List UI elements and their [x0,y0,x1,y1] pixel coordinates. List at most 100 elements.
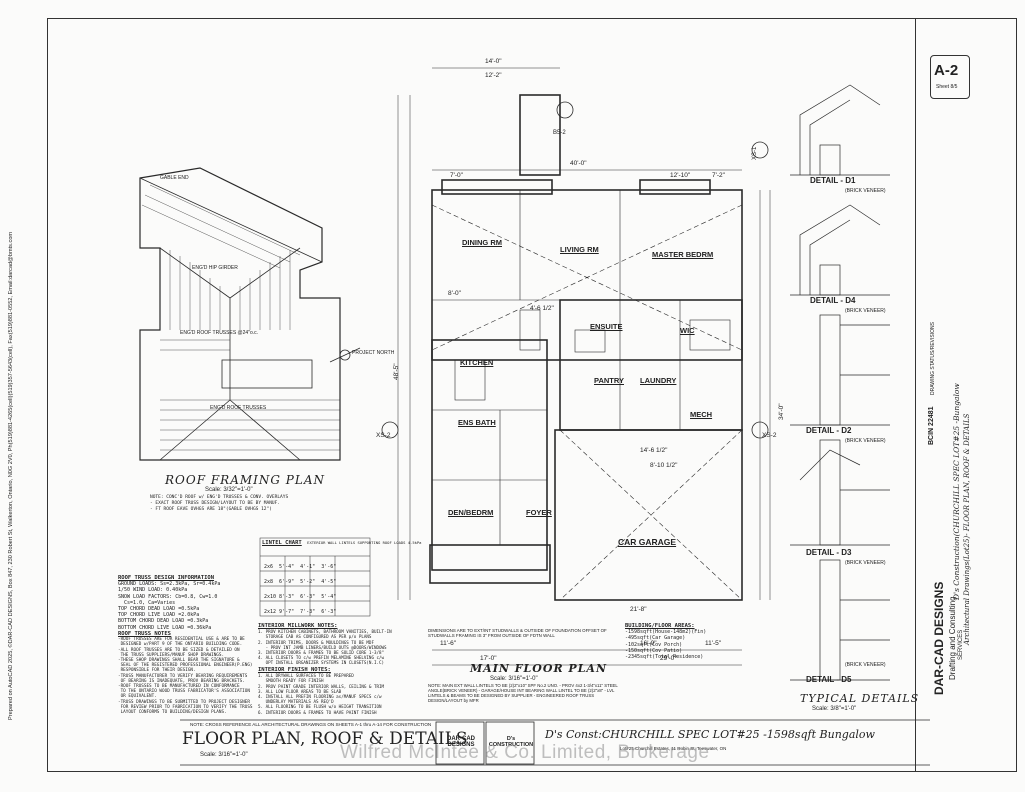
millwork-notes: INTERIOR MILLWORK NOTES: 1. PROV KITCHEN… [258,623,392,666]
detail-d1-sub: (BRICK VENEER) [845,188,886,194]
roof-plan-title: ROOF FRAMING PLAN [165,473,326,487]
detail-d2-title: DETAIL - D2 [806,426,852,435]
lintel-chart-title: LINTEL CHART [262,540,302,546]
dim-bottom-e: 11'-5" [705,640,722,647]
truss-note: OF BEARING IS INADEQUATE, PROV BEARING B… [118,678,245,684]
areas-block: BUILDING/FLOOR AREAS: -1598sqft(House-14… [625,623,706,660]
detail-d2-sub: (BRICK VENEER) [845,438,886,444]
detail-d3-title: DETAIL - D3 [806,548,852,557]
room-living: LIVING RM [560,245,599,254]
millwork-note: 4. ALL CLOSETS TO c/w PREFIN MELAMINE SH… [258,655,385,661]
truss-note: FOR REVIEW PRIOR TO FABRICATION TO VERIF… [118,704,253,710]
main-plan-scale: Scale: 3/16"=1'-0" [490,676,538,682]
roof-plan-note: NOTE: CONC'D ROOF w/ ENG'D TRUSSES & CON… [150,495,289,513]
roof-truss-line: BOTTOM CHORD DEAD LOAD =0.3kPa [118,618,209,625]
dim-g: 8'-10 1/2" [650,462,678,469]
lintel-chart-sub: EXTERIOR WALL LINTELS SUPPORTING ROOF LO… [307,540,422,545]
truss-note: -TRUSS DRAWINGS TO BE SUBMITTED TO PROJE… [118,699,250,705]
truss-note: -ROOF TRUSSES TO BE MANUFACTURED IN CONF… [118,684,240,690]
section-mark-xs2-right: XS-2 [762,432,777,439]
finish-note: 4. INSTALL ALL PREFIN FLOORING as/MANUF … [258,694,382,700]
bcin-stamp: BCIN 22481 [928,406,935,445]
area-porch: -102sqft(Cov Porch) [625,641,683,648]
dim-top-porch: 12'-2" [485,72,502,79]
typical-details-scale: Scale: 3/8"=1'-0" [812,706,857,712]
dim-right-overall: 34'-0" [778,403,785,420]
detail-d3-label: DETAIL - D3 [806,548,851,557]
millwork-note: STORAGE CAB AS CONFIGURED AS PER p/o PLA… [258,634,372,640]
dim-f: 14'-6 1/2" [640,447,668,454]
dim-left-overall: 48'-5" [393,363,400,380]
dim-bottom-c: 29'-0" [660,655,677,662]
room-foyer: FOYER [526,508,552,517]
room-dining: DINING RM [462,238,502,247]
finish-note: UNDERLAY MATERIALS AS REQ'D [258,699,334,705]
darcad-logo: DAR-CAD DESIGNS [447,736,475,748]
room-garage: CAR GARAGE [618,537,677,547]
truss-note: TO THE ONTARIO WOOD TRUSS FABRICATOR'S A… [118,689,250,695]
area-patio: -150sqft(Cov Patio) [625,647,683,654]
millwork-note: 1. PROV KITCHEN CABINETS, BATHROOM VANIT… [258,629,392,635]
detail-d4-label: DETAIL - D4 [810,296,855,305]
roof-truss-line: Cs=1.0, Ca=Varies [118,599,176,606]
room-pantry: PANTRY [594,376,624,385]
lintel-chart-grid [259,537,371,617]
dim-garage-width: 21'-8" [630,606,647,613]
roof-label-trusses-2: ENG'D ROOF TRUSSES [210,405,267,411]
main-floor-plan-lines [429,94,743,601]
detail-d2-label: DETAIL - D2 [806,426,851,435]
sheet-of: Sheet 8/5 [936,84,958,90]
roof-truss-line: TOP CHORD DEAD LOAD =0.5kPa [118,606,200,613]
area-garage: -495sqft(Car Garage) [625,635,686,642]
roof-label-hip: ENG'D HIP GIRDER [192,265,238,271]
title-block-project: D's Construction(CHURCHILL SPEC LOT#25 -… [952,383,961,600]
brokerage-watermark: Wilfred McIntee & Co. Limited, Brokerage [340,742,710,763]
detail-d5-sub: (BRICK VENEER) [845,662,886,668]
finish-note: SMOOTH READY FOR FINISH [258,678,324,684]
finish-note: 6. INTERIOR DOORS & FRAMES TO HAVE PAINT… [258,709,377,715]
room-laundry: LAUNDRY [640,376,677,385]
dim-c: 7'-2" [712,172,725,179]
dim-d: 8'-0" [448,290,461,297]
truss-note: THE TRUSS SUPPLIERS/MANUF SHOP DRAWINGS. [118,652,225,658]
typical-details-lines [790,84,890,681]
dim-bottom-b: 16'-0" [640,640,657,647]
sheet-number: A-2 [934,62,959,79]
detail-d1-title: DETAIL - D1 [810,176,856,185]
typical-details-title: TYPICAL DETAILS [800,692,920,705]
detail-d1-label: DETAIL - D1 [810,176,855,185]
millwork-note: OPT INSTALL ORGANIZER SYSTEMS IN CLOSETS… [258,660,385,666]
roof-label-trusses: ENG'D ROOF TRUSSES @24"o.c. [180,330,259,336]
room-kitchen: KITCHEN [460,358,494,367]
cross-reference-note: NOTE: CROSS REFERENCE ALL ARCHITECTURAL … [190,722,432,727]
truss-note: -ALL ROOF TRUSSES ARE TO BE SIZED & DETA… [118,647,240,653]
roof-label-gable: GABLE END [160,175,189,181]
lintel-row: 2x8 6'-9" 5'-2" 4'-5" [264,579,337,585]
room-ensuite: ENSUITE [590,322,623,331]
project-north-label: PROJECT NORTH [352,350,395,356]
areas-title: BUILDING/FLOOR AREAS: [625,623,695,629]
prepared-by-note: Prepared on AutoCAD 2025, ©DAR-CAD DESIG… [8,231,14,720]
truss-note: -TRUSS MANUFACTURER TO VERIFY BEARING RE… [118,673,248,679]
millwork-title: INTERIOR MILLWORK NOTES: [258,623,338,629]
lintel-chart: LINTEL CHART EXTERIOR WALL LINTELS SUPPO… [262,540,421,547]
truss-note: RESPONSIBLE FOR THEIR DESIGN. [118,668,196,674]
dim-b: 12'-10" [670,172,691,179]
roof-plan-scale: Scale: 3/32"=1'-0" [205,487,253,493]
section-mark-xs1: XS-1 [752,146,758,160]
roof-truss-line: BOTTOM CHORD LIVE LOAD =0.36kPa [118,624,212,631]
finish-note: 5. ALL FLOORING TO BE FLUSH w/o HEIGHT T… [258,704,382,710]
lintel-row: 2x10 8'-3" 6'-3" 5'-4" [264,594,337,600]
lintel-row: 2x6 5'-4" 4'-1" 3'-6" [264,564,337,570]
section-mark-b5: B5-2 [553,130,566,136]
roof-truss-line: SNOW LOAD FACTORS: Cb=0.8, Cw=1.0 [118,593,218,600]
detail-d4-title: DETAIL - D4 [810,296,856,305]
area-total: -2345sqft(Total Residence) [625,654,704,661]
sheet-main-scale: Scale: 3/16"=1'-0" [200,752,248,758]
wall-note: NOTE: MAIN EXT WALL LINTELS TO BE (2)2"x… [428,683,618,703]
dim-bottom-d: 17'-0" [480,655,497,662]
finish-note: 2. PROV PAINT GRADE INTERIOR WALLS, CEIL… [258,683,385,689]
sheet-main-title: FLOOR PLAN, ROOF & DETAILS [182,729,468,749]
